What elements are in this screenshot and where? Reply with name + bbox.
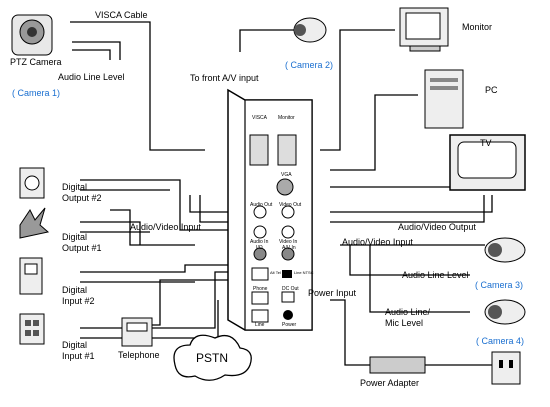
pc-label: PC [485,85,498,95]
panel-dc-out-label: DC Out [282,286,299,292]
digital-input1-label2: Input #1 [62,351,95,361]
telephone-label: Telephone [118,350,160,360]
monitor-label: Monitor [462,22,493,32]
telephone-icon [121,317,153,347]
digital-input2-icon [19,257,43,295]
panel-monitor-label: Monitor [278,115,295,121]
pstn-label: PSTN [196,351,229,365]
panel-video-in-label: Video In [279,239,298,245]
digital-output1-label1: Digital [62,232,88,242]
panel-phone-label: Phone [253,286,268,292]
panel-alt-tel-label: Alt Tel [270,270,281,275]
power-outlet-icon [491,351,521,385]
digital-input2-label1: Digital [62,285,88,295]
tv-icon [449,134,526,191]
webcam-icon-camera4 [484,299,526,325]
power-adapter-label: Power Adapter [360,378,420,388]
camera4-label: ( Camera 4) [476,336,525,346]
panel-vga-label: VGA [281,172,292,178]
audio-line-level-right-label: Audio Line Level [402,270,469,280]
digital-input2-label2: Input #2 [62,296,95,306]
tv-label: TV [480,138,492,148]
power-adapter-icon [369,356,426,374]
camera2-label: ( Camera 2) [285,60,334,70]
digital-input1-icon [19,313,45,345]
panel-av-in-label: A/V In [282,245,296,251]
main-unit [227,88,313,331]
audio-video-output-label: Audio/Video Output [398,222,476,232]
camera3-label: ( Camera 3) [475,280,524,290]
to-front-av-label: To front A/V input [190,73,259,83]
visca-cable-label: VISCA Cable [95,10,148,20]
digital-output2-icon [19,167,45,199]
audio-video-input-left-label: Audio/Video Input [130,222,201,232]
panel-audio-out-label: Audio Out [250,202,273,208]
power-input-label: Power Input [308,288,357,298]
digital-output2-label2: Output #2 [62,193,102,203]
pc-icon [424,69,464,129]
panel-power-label: Power [282,322,297,328]
ptz-camera-icon [11,14,53,56]
digital-input1-label1: Digital [62,340,88,350]
panel-line-label: Line [255,322,265,328]
audio-line-level-top-label: Audio Line Level [58,72,125,82]
webcam-icon-camera3 [484,237,526,263]
digital-output1-label2: Output #1 [62,243,102,253]
camera1-label: ( Camera 1) [12,88,61,98]
digital-output2-label1: Digital [62,182,88,192]
audio-video-input-right-label: Audio/Video Input [342,237,413,247]
webcam-icon-camera2 [293,17,327,43]
pstn-cloud-icon [173,334,252,381]
panel-visca-label: VISCA [252,115,268,121]
ptz-camera-label: PTZ Camera [10,57,62,67]
panel-io-label: I/O [256,245,263,251]
audio-line-mic-label1: Audio Line/ [385,307,431,317]
panel-video-out-label: Video Out [279,202,302,208]
digital-output1-icon [19,207,50,239]
panel-audio-in-label: Audio In [250,239,269,245]
audio-line-mic-label2: Mic Level [385,318,424,328]
panel-line-ntsc-label: Line NTSC [294,270,314,275]
monitor-icon [399,7,449,52]
